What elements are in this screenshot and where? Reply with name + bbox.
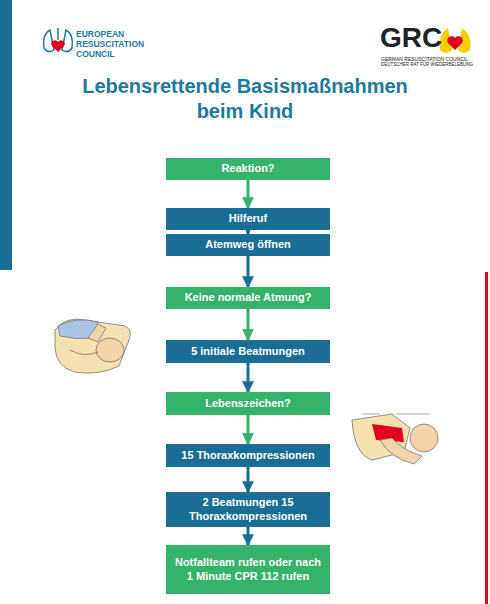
action-box: Atemweg öffnen [166,234,330,256]
box-text: Reaktion? [215,159,280,178]
erc-logo-text: RESUSCITATION [76,40,144,49]
box-text: Notfallteam rufen oder nach 1 Minute CPR… [166,553,330,585]
action-box: 2 Beatmungen 15 Thoraxkompressionen [166,492,330,527]
action-box: Hilferuf [166,208,330,230]
side-bar [0,0,12,270]
child-illustration [55,319,130,373]
decision-box: Lebenszeichen? [166,392,330,415]
erc-logo-text: COUNCIL [76,50,115,59]
grc-logo-text: GRC [380,24,442,52]
flow-arrow [247,180,250,208]
box-text: Keine normale Atmung? [179,288,318,307]
infant-cpr-illustration [352,414,438,464]
action-box: 5 initiale Beatmungen [166,340,330,363]
grc-logo-icon [440,28,471,53]
side-line [485,272,488,604]
flow-arrow [247,256,250,287]
flow-arrow [247,309,250,340]
box-text: 5 initiale Beatmungen [185,342,311,361]
box-text: Hilferuf [223,209,274,228]
action-box: 15 Thoraxkompressionen [166,444,330,467]
erc-logo-icon [44,28,73,52]
flow-arrow [247,415,250,444]
box-text: Atemweg öffnen [199,235,297,254]
flow-arrow [247,363,250,392]
flow-arrow [247,527,250,545]
grc-logo-text: DEUTSCHER RAT FÜR WIEDERBELEBUNG [381,63,473,68]
erc-logo-text: EUROPEAN [76,30,124,39]
decision-box: Keine normale Atmung? [166,287,330,309]
decision-box: Notfallteam rufen oder nach 1 Minute CPR… [166,545,330,594]
decision-box: Reaktion? [166,158,330,180]
title: Lebensrettende Basismaßnahmen beim Kind [70,74,420,124]
box-text: 2 Beatmungen 15 Thoraxkompressionen [166,493,330,525]
flow-arrow [247,467,250,492]
box-text: 15 Thoraxkompressionen [175,446,320,465]
box-text: Lebenszeichen? [199,394,297,413]
grc-logo-text: GERMAN RESUSCITATION COUNCIL [381,57,468,62]
